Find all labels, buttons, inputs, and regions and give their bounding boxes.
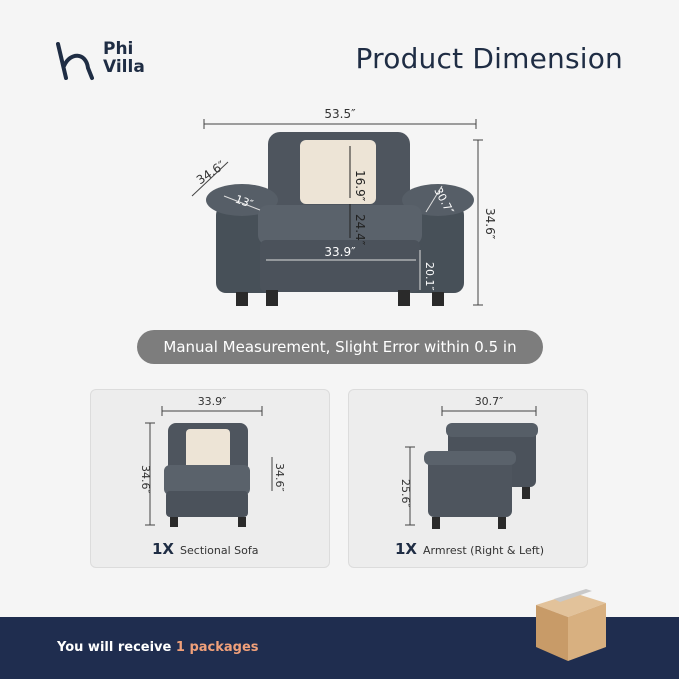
sofa-leg: [266, 290, 278, 306]
brand-name-line2: Villa: [103, 57, 145, 77]
sectional-width-label: 33.9″: [198, 395, 227, 408]
dim-total-height: 34.6″: [483, 208, 497, 240]
right-arm-pillow: [402, 184, 474, 216]
h-swoosh-logo-icon: [56, 42, 94, 80]
sectional-base: [166, 491, 248, 517]
total-height-dimension-line: [473, 139, 483, 306]
sectional-qty: 1X: [152, 540, 175, 558]
sectional-depth-label: 34.6″: [273, 463, 286, 492]
left-arm-pillow: [206, 184, 278, 216]
dim-total-width: 53.5″: [324, 107, 356, 121]
armrest-leg: [432, 517, 440, 529]
sofa-leg: [398, 290, 410, 306]
dim-seat-width: 33.9″: [324, 245, 356, 259]
armrest-leg: [522, 487, 530, 499]
sofa-base: [260, 240, 420, 292]
armrest-back-top: [446, 423, 538, 437]
sectional-leg: [170, 517, 178, 527]
main-sofa-illustration: 53.5″ 34.6″ 13″ 16.9″ 24.4″ 30.7″ 34.6″ …: [191, 107, 497, 306]
armrest-qty: 1X: [395, 540, 418, 558]
armrest-height-label: 25.6″: [399, 479, 412, 508]
package-prefix: You will receive: [57, 640, 172, 655]
sectional-sofa-illustration: 33.9″ 34.6″ 34.6″: [139, 395, 286, 527]
sofa-leg: [236, 292, 248, 306]
dim-seat-height: 20.1″: [423, 262, 436, 291]
measurement-note: Manual Measurement, Slight Error within …: [137, 330, 543, 364]
armrest-leg: [498, 517, 506, 529]
sectional-label: Sectional Sofa: [180, 544, 259, 557]
sofa-leg: [432, 292, 444, 306]
throw-pillow: [300, 140, 376, 204]
dim-arm-depth: 34.6″: [194, 158, 228, 187]
armrest-label: Armrest (Right & Left): [423, 544, 544, 557]
seat-cushion: [258, 205, 422, 245]
cardboard-box-icon: [536, 589, 606, 661]
package-count: 1 packages: [175, 640, 259, 655]
package-info: You will receive 1 packages: [57, 640, 259, 655]
arm-depth-dimension-line: [191, 161, 229, 197]
armrest-front: [428, 455, 512, 517]
brand-name-line1: Phi: [103, 39, 134, 59]
armrest-front-top: [424, 451, 516, 465]
sectional-leg: [238, 517, 246, 527]
dim-pillow-height: 16.9″: [353, 170, 367, 202]
armrest-width-label: 30.7″: [475, 395, 504, 408]
page-title: Product Dimension: [355, 42, 623, 75]
sectional-height-label: 34.6″: [139, 465, 152, 494]
width-dimension-line: [203, 119, 477, 129]
sectional-seat: [164, 465, 250, 495]
sectional-pillow: [186, 429, 230, 469]
sectional-caption: 1X Sectional Sofa: [152, 540, 259, 558]
armrest-illustration: 30.7″ 25.6″: [399, 395, 538, 529]
armrest-caption: 1X Armrest (Right & Left): [395, 540, 544, 558]
brand-name: Phi Villa: [103, 40, 145, 76]
dim-arm-width: 13″: [233, 193, 254, 211]
dim-back-height: 24.4″: [353, 214, 367, 246]
